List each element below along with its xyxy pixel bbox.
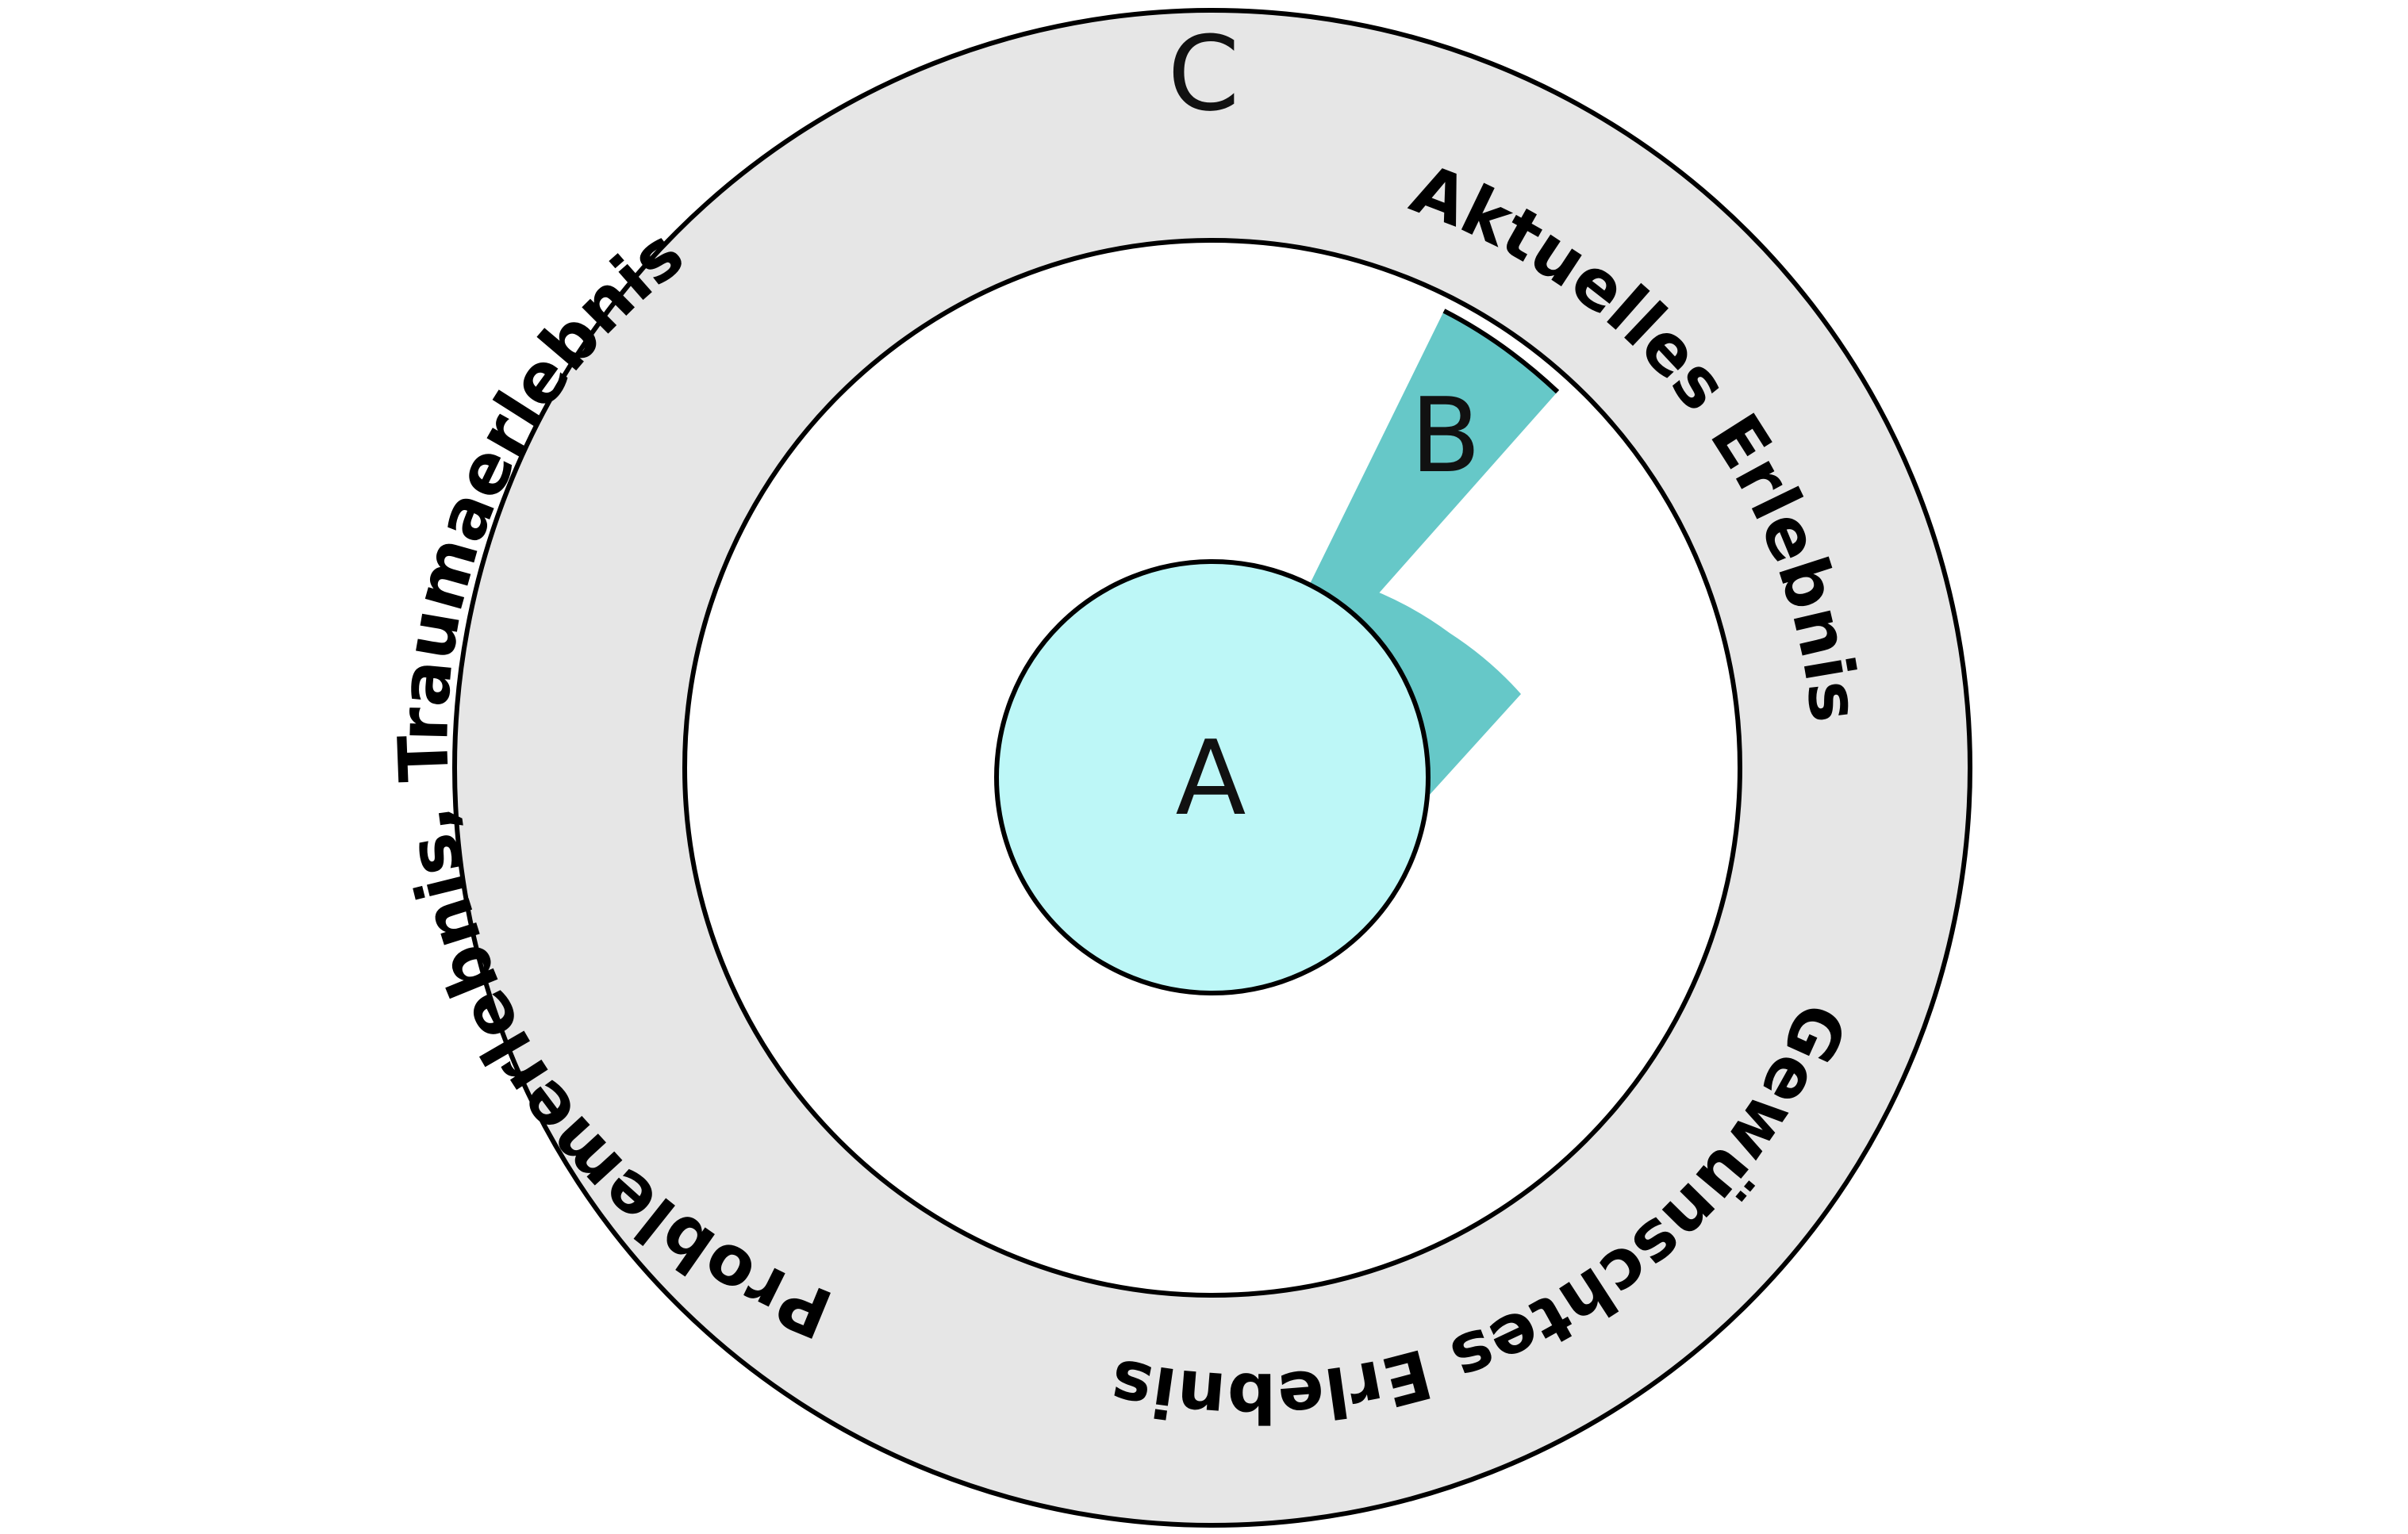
label-a: A [1176, 718, 1246, 838]
label-c: C [1168, 13, 1240, 134]
label-b: B [1410, 375, 1481, 496]
wedge-b-arc [1442, 309, 1560, 394]
wedge-b-shape [1309, 311, 1557, 616]
center-circle-a [994, 559, 1431, 995]
